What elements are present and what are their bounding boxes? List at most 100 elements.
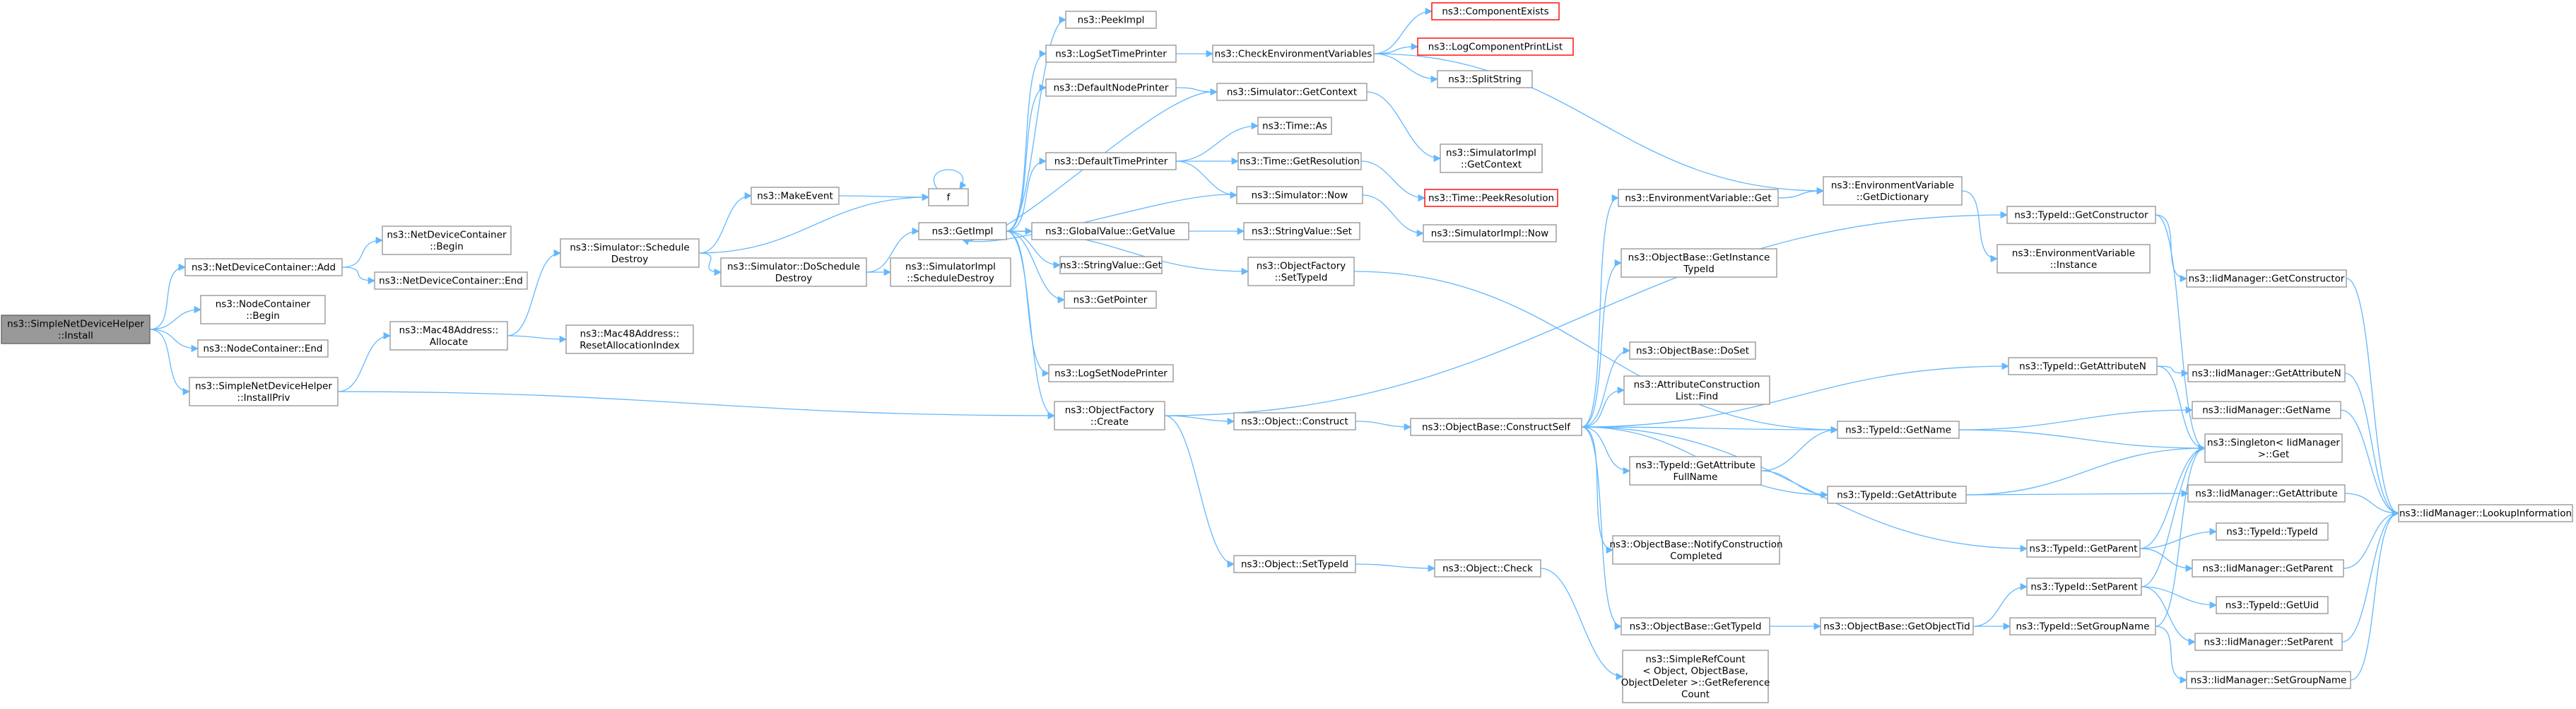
edge-default_time_printer-to-sim_now	[1175, 160, 1238, 199]
node-box	[1243, 222, 1360, 240]
node-label-line: ns3::Singleton< IidManager	[2207, 437, 2340, 448]
node-tid-setgroupname[interactable]: ns3::TypeId::SetGroupName	[2009, 617, 2156, 635]
edge-obj_check-to-simplerefcount	[1540, 568, 1624, 681]
node-nc-begin[interactable]: ns3::NodeContainer::Begin	[200, 295, 326, 324]
node-envvar-get[interactable]: ns3::EnvironmentVariable::Get	[1618, 189, 1779, 207]
node-box	[1629, 341, 1756, 360]
node-label-line: ns3::MakeEvent	[757, 191, 833, 202]
edge-tid_setgroupname-to-iid_setgroupname	[2155, 626, 2188, 684]
node-simimpl-getcontext[interactable]: ns3::SimulatorImpl::GetContext	[1440, 143, 1543, 173]
node-iid-getattributen[interactable]: ns3::IidManager::GetAttributeN	[2187, 364, 2346, 382]
node-label-line: ns3::IidManager::SetGroupName	[2191, 675, 2347, 686]
node-time-as[interactable]: ns3::Time::As	[1257, 117, 1332, 135]
node-tid-getattributen[interactable]: ns3::TypeId::GetAttributeN	[2008, 357, 2158, 375]
node-envvar-instance[interactable]: ns3::EnvironmentVariable::Instance	[1996, 244, 2151, 274]
node-make-event[interactable]: ns3::MakeEvent	[751, 187, 840, 205]
node-sv-set[interactable]: ns3::StringValue::Set	[1243, 222, 1360, 240]
node-label-line: ns3::Object::SetTypeId	[1241, 559, 1348, 570]
node-installpriv[interactable]: ns3::SimpleNetDeviceHelper::InstallPriv	[189, 377, 339, 406]
node-iid-setgroupname[interactable]: ns3::IidManager::SetGroupName	[2186, 671, 2351, 689]
node-tid-getparent[interactable]: ns3::TypeId::GetParent	[2026, 539, 2141, 558]
node-box	[1434, 559, 1541, 578]
node-simplerefcount[interactable]: ns3::SimpleRefCount< Object, ObjectBase,…	[1621, 650, 1770, 703]
node-ob-constructself[interactable]: ns3::ObjectBase::ConstructSelf	[1410, 418, 1582, 436]
node-root[interactable]: ns3::SimpleNetDeviceHelper::Install	[1, 315, 151, 344]
edge-default_time_printer-to-time_as	[1175, 122, 1259, 162]
node-label-line: Count	[1681, 689, 1710, 700]
node-sv-get[interactable]: ns3::StringValue::Get	[1059, 256, 1163, 274]
edge-ob_constructself-to-tid_getname	[1581, 426, 1839, 434]
node-iid-getparent[interactable]: ns3::IidManager::GetParent	[2192, 559, 2344, 578]
node-peek-impl[interactable]: ns3::PeekImpl	[1065, 11, 1157, 29]
node-box	[1233, 412, 1356, 430]
node-ob-doset[interactable]: ns3::ObjectBase::DoSet	[1629, 341, 1756, 360]
node-mac-reset[interactable]: ns3::Mac48Address::ResetAllocationIndex	[565, 324, 694, 354]
node-of-create[interactable]: ns3::ObjectFactory::Create	[1054, 401, 1165, 430]
node-ndc-begin[interactable]: ns3::NetDeviceContainer::Begin	[382, 225, 512, 255]
node-log-set-node[interactable]: ns3::LogSetNodePrinter	[1048, 364, 1174, 382]
node-ndc-end[interactable]: ns3::NetDeviceContainer::End	[374, 271, 528, 290]
node-get-pointer[interactable]: ns3::GetPointer	[1064, 291, 1157, 309]
node-check-env[interactable]: ns3::CheckEnvironmentVariables	[1212, 45, 1375, 63]
node-iid-getname[interactable]: ns3::IidManager::GetName	[2192, 401, 2341, 419]
node-tid-getname[interactable]: ns3::TypeId::GetName	[1837, 421, 1960, 439]
node-time-peekres[interactable]: ns3::Time::PeekResolution	[1424, 189, 1558, 207]
edge-ob_getobjecttid-to-tid_setparent	[1972, 582, 2028, 627]
node-label-line: ns3::SimpleRefCount	[1645, 654, 1745, 665]
node-obj-settypeid[interactable]: ns3::Object::SetTypeId	[1233, 555, 1356, 573]
node-default-node-printer[interactable]: ns3::DefaultNodePrinter	[1045, 78, 1177, 97]
edge-ob_constructself-to-tid_getparent	[1581, 426, 2028, 553]
node-mac-alloc[interactable]: ns3::Mac48Address::Allocate	[389, 321, 508, 351]
node-box	[2009, 617, 2156, 635]
node-box	[1031, 222, 1189, 240]
node-iid-setparent[interactable]: ns3::IidManager::SetParent	[2194, 633, 2343, 651]
node-of-settypeid[interactable]: ns3::ObjectFactory::SetTypeId	[1247, 257, 1355, 286]
node-label-line: < Object, ObjectBase,	[1642, 665, 1748, 676]
edge-get_impl-to-log_set_time	[1006, 49, 1047, 232]
node-tid-setparent[interactable]: ns3::TypeId::SetParent	[2026, 578, 2142, 596]
node-ob-gettypeid[interactable]: ns3::ObjectBase::GetTypeId	[1621, 617, 1770, 635]
node-time-getres[interactable]: ns3::Time::GetResolution	[1237, 152, 1362, 170]
edge-ob_constructself-to-ob_notify	[1581, 426, 1614, 554]
node-sim-now[interactable]: ns3::Simulator::Now	[1236, 186, 1363, 204]
node-singleton-get[interactable]: ns3::Singleton< IidManager>::Get	[2204, 433, 2343, 463]
edge-root-to-nc_end	[149, 329, 199, 353]
node-iid-lookup[interactable]: ns3::IidManager::LookupInformation	[2398, 504, 2573, 522]
node-log-comp-print[interactable]: ns3::LogComponentPrintList	[1417, 37, 1574, 56]
node-box	[2187, 364, 2346, 382]
node-nc-end[interactable]: ns3::NodeContainer::End	[197, 339, 329, 358]
node-ndc-add[interactable]: ns3::NetDeviceContainer::Add	[184, 258, 343, 276]
node-label-line: ns3::DefaultTimePrinter	[1054, 156, 1168, 168]
node-gv-getvalue[interactable]: ns3::GlobalValue::GetValue	[1031, 222, 1189, 240]
node-obj-check[interactable]: ns3::Object::Check	[1434, 559, 1541, 578]
node-ob-notify[interactable]: ns3::ObjectBase::NotifyConstructionCompl…	[1609, 535, 1783, 565]
node-tid-getattribute[interactable]: ns3::TypeId::GetAttribute	[1827, 486, 1967, 504]
node-tid-getconstructor[interactable]: ns3::TypeId::GetConstructor	[2006, 206, 2156, 224]
edge-ndc_add-to-ndc_end	[341, 266, 376, 285]
node-ob-getobjecttid[interactable]: ns3::ObjectBase::GetObjectTid	[1820, 617, 1974, 635]
node-simimpl-sched-destroy[interactable]: ns3::SimulatorImpl::ScheduleDestroy	[890, 257, 1011, 287]
node-label-line: ::GetDictionary	[1857, 192, 1929, 203]
node-log-set-time[interactable]: ns3::LogSetTimePrinter	[1045, 45, 1177, 63]
node-tid-getuid[interactable]: ns3::TypeId::GetUid	[2216, 596, 2329, 614]
node-envvar-getdict[interactable]: ns3::EnvironmentVariable::GetDictionary	[1823, 176, 1963, 206]
node-simimpl-now[interactable]: ns3::SimulatorImpl::Now	[1423, 224, 1557, 242]
node-get-impl[interactable]: ns3::GetImpl	[918, 222, 1007, 240]
node-tid-typeid[interactable]: ns3::TypeId::TypeId	[2216, 522, 2329, 541]
node-split-string[interactable]: ns3::SplitString	[1437, 70, 1533, 88]
node-sched-destroy[interactable]: ns3::Simulator::ScheduleDestroy	[560, 238, 700, 268]
node-sim-getcontext[interactable]: ns3::Simulator::GetContext	[1216, 83, 1368, 101]
node-f[interactable]: f	[928, 188, 969, 206]
node-box	[565, 324, 694, 354]
node-label-line: ns3::ObjectFactory	[1065, 404, 1155, 416]
node-label-line: ns3::LogSetTimePrinter	[1055, 49, 1167, 60]
node-comp-exists[interactable]: ns3::ComponentExists	[1431, 2, 1560, 20]
node-iid-getattribute[interactable]: ns3::IidManager::GetAttribute	[2187, 484, 2346, 503]
node-iid-getconstructor[interactable]: ns3::IidManager::GetConstructor	[2186, 269, 2347, 288]
node-obj-construct[interactable]: ns3::Object::Construct	[1233, 412, 1356, 430]
node-default-time-printer[interactable]: ns3::DefaultTimePrinter	[1045, 152, 1177, 170]
